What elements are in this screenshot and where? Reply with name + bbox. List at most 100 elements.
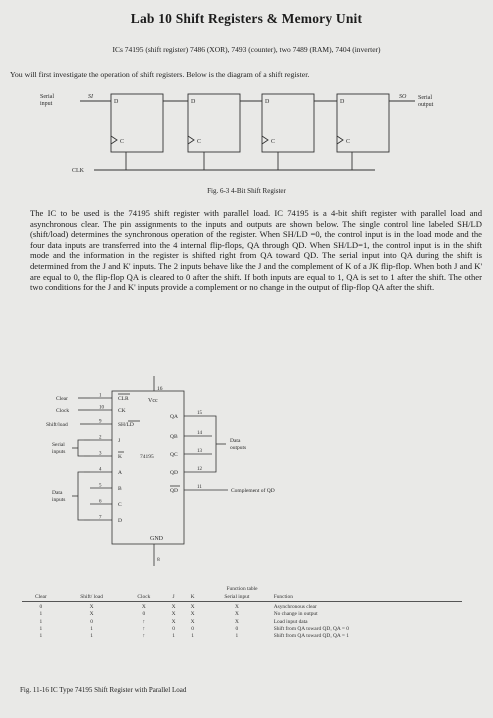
function-table-cell: Asynchronous clear [273, 604, 317, 611]
data-outputs-label-1: Data [230, 438, 241, 444]
function-table-cell: 1 [39, 625, 43, 632]
flip-flop-4 [336, 93, 390, 153]
function-table-cell: 1 [172, 633, 175, 640]
shift-load-label: Shift/load [46, 421, 68, 428]
function-table-cell: 1 [235, 633, 239, 640]
data-outputs-label-2: outputs [230, 445, 246, 451]
function-table-cell: ↑ [142, 633, 146, 640]
right-pin-number: 11 [197, 485, 202, 490]
clk-label: CLK [72, 168, 85, 174]
function-table-cell: X [234, 618, 239, 625]
vcc-label: Vcc [148, 398, 158, 404]
si-label: SI [88, 94, 94, 100]
gnd-pin-number: 8 [157, 557, 160, 563]
left-pin-name: CLR [118, 396, 129, 402]
fig1-caption: Fig. 6-3 4-Bit Shift Register [207, 187, 286, 195]
left-pin-number: 5 [99, 484, 102, 489]
clear-label: Clear [56, 396, 68, 402]
function-table-cell: 1 [90, 625, 93, 632]
function-table-title: Function table [226, 586, 258, 592]
function-table-header-cell: Clock [123, 594, 165, 603]
function-table-cell: X [89, 604, 94, 611]
right-pin-name: QB [170, 434, 178, 440]
d-label-1: D [114, 99, 119, 105]
function-table-cell: X [171, 611, 176, 618]
function-table-cell: 1 [90, 633, 93, 640]
function-table-cell: 1 [39, 633, 43, 640]
flip-flop-1 [110, 93, 164, 153]
serial-output-label-1: Serial [418, 95, 432, 101]
function-table-cell: No change in output [273, 611, 318, 618]
shift-register-diagram: Serial input SI D D D D C C C C SO Seria… [40, 93, 434, 174]
function-table-cell: X [234, 604, 239, 611]
function-table-header-cell: Function [271, 594, 462, 603]
c-label-2: C [197, 139, 201, 145]
right-pin-name: QC [170, 452, 178, 458]
c-label-1: C [120, 139, 124, 145]
ic-74195-pinout: 16 Vcc GND 8 74195 Clear Clock Shift/loa… [46, 376, 275, 566]
function-table-cell: 1 [39, 611, 43, 618]
left-pin-name: B [118, 486, 122, 492]
serial-input-label-2: input [40, 101, 53, 107]
function-table-cell: 0 [191, 625, 194, 632]
serial-inputs-label-1: Serial [52, 442, 65, 448]
function-table-cell: X [190, 611, 195, 618]
function-table-cell: 0 [235, 625, 239, 632]
vcc-pin-number: 16 [157, 386, 163, 392]
chip-number: 74195 [140, 454, 154, 460]
left-pin-number: 1 [99, 394, 102, 399]
right-pin-number: 12 [197, 467, 203, 472]
serial-input-label-1: Serial [40, 94, 54, 100]
function-table-cell: 0 [39, 604, 43, 611]
function-table-cell: Shift from QA toward QD, QA = 1 [273, 633, 349, 640]
right-pin-name: QD [170, 488, 178, 494]
left-pin-number: 7 [99, 516, 102, 521]
d-label-3: D [265, 99, 270, 105]
complement-label: Complement of QD [231, 487, 275, 494]
function-table-cell: 0 [172, 625, 175, 632]
left-pin-number: 4 [99, 468, 102, 473]
function-table-row: 0 X X X X X Asynchronous clear [22, 602, 462, 612]
right-pin-number: 14 [197, 431, 203, 436]
function-table-header-cell: K [183, 594, 203, 603]
data-inputs-label-1: Data [52, 490, 63, 496]
left-pin-number: 3 [99, 452, 102, 457]
function-table-cell: Shift from QA toward QD, QA = 0 [273, 625, 349, 632]
left-pin-number: 9 [99, 420, 102, 425]
function-table-header-cell: J [164, 594, 184, 603]
data-inputs-label-2: inputs [52, 497, 65, 503]
d-label-4: D [340, 99, 345, 105]
function-table-cell: 1 [191, 633, 194, 640]
ics-list: ICs 74195 (shift register) 7486 (XOR), 7… [112, 45, 381, 54]
function-table-cell: X [141, 604, 146, 611]
function-table-cell: X [190, 604, 195, 611]
c-label-3: C [271, 139, 275, 145]
left-pin-number: 2 [99, 436, 102, 441]
left-pin-name: C [118, 502, 122, 508]
function-table-cell: 0 [90, 618, 93, 625]
function-table-cell: Load input data [273, 618, 308, 625]
serial-output-label-2: output [418, 102, 434, 108]
function-table-cell: ↑ [142, 618, 146, 625]
fig2-caption: Fig. 11-16 IC Type 74195 Shift Register … [20, 686, 187, 694]
right-pin-number: 13 [197, 449, 203, 454]
page-title: Lab 10 Shift Registers & Memory Unit [130, 11, 363, 26]
right-pin-number: 15 [197, 411, 203, 416]
function-table-cell: X [171, 604, 176, 611]
left-pin-name: K [118, 454, 122, 460]
function-table-cell: X [89, 611, 94, 618]
so-label: SO [399, 94, 407, 100]
function-table-cell: 1 [39, 618, 43, 625]
description-paragraph: The IC to be used is the 74195 shift reg… [30, 208, 482, 293]
function-table-header-cell: Serial input [202, 594, 272, 603]
gnd-label: GND [150, 536, 164, 542]
function-table-cell: X [234, 611, 239, 618]
